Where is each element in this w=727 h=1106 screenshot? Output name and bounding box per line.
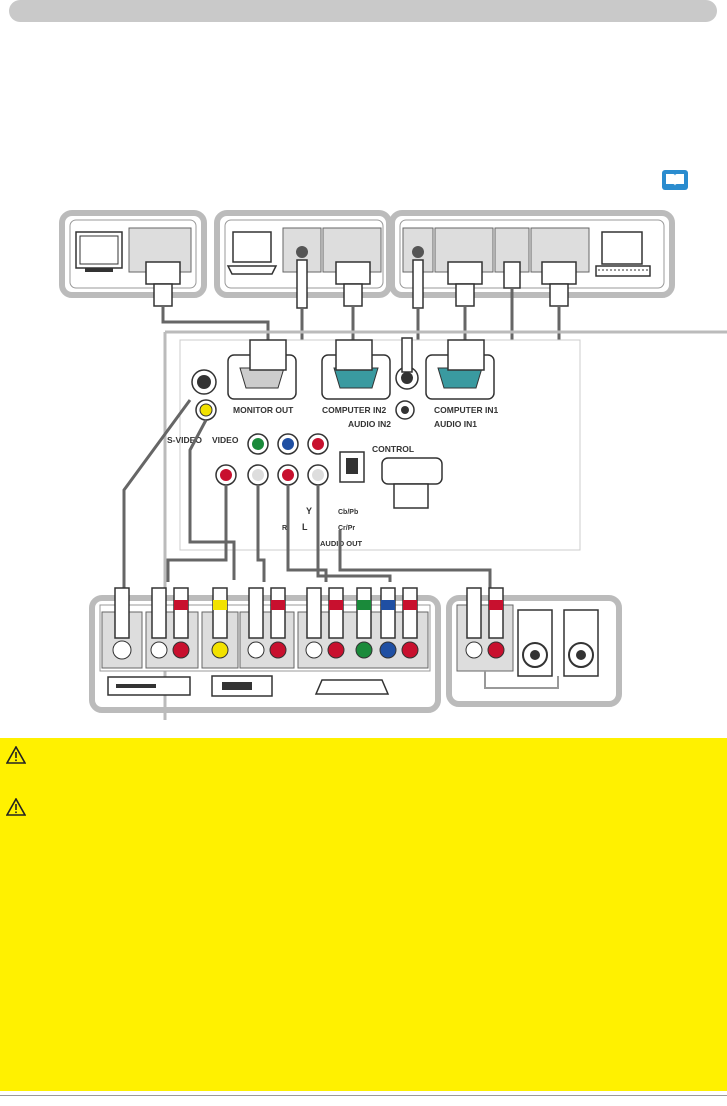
monitor-icon (75, 231, 123, 272)
vcr-icon (211, 675, 273, 697)
vcr-device-1 (101, 587, 199, 696)
label-audio-in1: AUDIO IN1 (434, 419, 477, 429)
laptop-icon (226, 231, 278, 275)
monitor-out-port (227, 339, 297, 400)
label-computer-in2: COMPUTER IN2 (322, 405, 387, 415)
label-video: VIDEO (212, 435, 239, 445)
control-port (381, 457, 443, 509)
vga-plug-pc (447, 261, 483, 307)
projector-panel: MONITOR OUT COMPUTER IN2 COMPUTER IN1 AU… (163, 330, 727, 720)
audio-in2-port (395, 400, 415, 420)
monitor-device-box (59, 210, 207, 298)
header-bar (9, 0, 717, 22)
label-l: L (302, 522, 308, 532)
label-monitor-out: MONITOR OUT (233, 405, 294, 415)
speaker-icon-left (517, 609, 553, 677)
label-cr-pr: Cr/Pr (338, 525, 355, 532)
computer-in2-port (321, 339, 391, 400)
label-s-video: S-VIDEO (167, 435, 202, 445)
desktop-pc-icon (595, 231, 651, 277)
caution-box (0, 738, 727, 1091)
desktop-pc-device-box (389, 210, 675, 298)
label-cb-pb: Cb/Pb (338, 509, 358, 516)
s-video-port (191, 369, 217, 395)
rs232-plug-pc (541, 261, 577, 307)
label-computer-in1: COMPUTER IN1 (434, 405, 499, 415)
bottom-cables (122, 399, 492, 596)
video-port (195, 399, 217, 421)
usb-port (339, 451, 365, 483)
label-y: Y (306, 506, 312, 516)
vga-plug-monitor (145, 261, 181, 307)
warning-triangle-icon (6, 798, 26, 816)
vga-plug-laptop (335, 261, 371, 307)
component-device (297, 587, 429, 695)
connection-diagram: MONITOR OUT COMPUTER IN2 COMPUTER IN1 AU… (59, 210, 727, 720)
set-top-box-icon (314, 679, 390, 695)
label-audio-in2: AUDIO IN2 (348, 419, 391, 429)
warning-triangle-icon (6, 746, 26, 764)
label-control: CONTROL (372, 444, 414, 454)
audio-in1-port (395, 337, 419, 390)
computer-in1-port (425, 339, 495, 400)
bottom-rule (0, 1095, 727, 1096)
vcr-device-2 (201, 587, 295, 697)
label-r: R (282, 525, 287, 532)
book-icon (662, 170, 688, 190)
component-ports (247, 433, 329, 455)
audio-plug-laptop (296, 246, 308, 309)
speaker-icon-right (563, 609, 599, 677)
dvd-player-icon (107, 676, 191, 696)
av-source-box (89, 587, 441, 713)
usb-plug-pc (503, 261, 521, 289)
audio-plug-pc (412, 246, 424, 309)
speaker-box (446, 587, 622, 707)
